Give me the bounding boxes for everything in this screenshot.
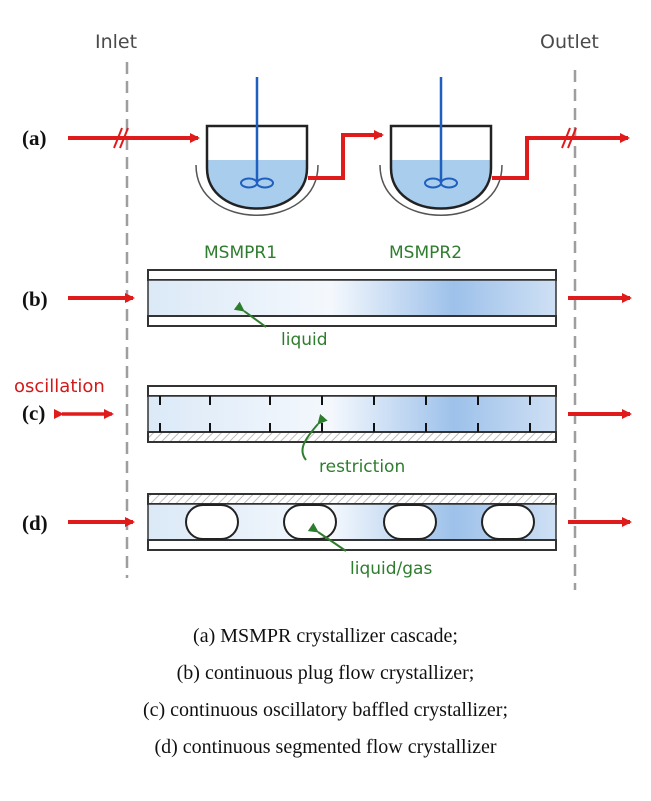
liquid-label: liquid (281, 330, 328, 350)
tube-top-wall (147, 385, 557, 397)
row-label-c: (c) (22, 401, 45, 425)
msmpr1-label: MSMPR1 (204, 243, 277, 263)
tank-body (205, 124, 309, 210)
segmented-flow-tube: liquid/gas (68, 493, 632, 579)
row-label-b: (b) (22, 287, 48, 311)
caption-line-b: (b) continuous plug flow crystallizer; (176, 662, 475, 684)
gas-bubble (383, 504, 437, 540)
caption-line-c: (c) continuous oscillatory baffled cryst… (142, 699, 509, 721)
stirrer-blade (440, 177, 458, 189)
tube-bottom-wall (147, 431, 557, 443)
outlet-label: Outlet (540, 31, 599, 53)
pipe-break-mark (561, 127, 571, 149)
baffle-restrictions (159, 396, 531, 432)
oscillation-label: oscillation (14, 376, 105, 397)
liquid-pointer (233, 301, 267, 328)
msmpr-cascade: MSMPR1 MSMPR2 (68, 77, 630, 263)
tank-jacket (379, 164, 503, 216)
pipe-break-mark (567, 127, 577, 149)
msmpr1-tank (195, 77, 319, 216)
gas-bubble (283, 504, 337, 540)
figure-caption: (a) MSMPR crystallizer cascade; (b) cont… (0, 618, 651, 766)
tank-jacket (195, 164, 319, 216)
inlet-label: Inlet (95, 31, 137, 53)
restriction-label: restriction (319, 457, 405, 477)
liquid-gas-label: liquid/gas (350, 559, 432, 579)
stirrer-blade (256, 177, 274, 189)
tube-bottom-wall (147, 539, 557, 551)
plug-flow-tube: liquid (68, 269, 632, 350)
row-label-d: (d) (22, 511, 48, 535)
pipe-break-mark (119, 127, 129, 149)
tube-top-wall (147, 269, 557, 281)
pipe-break-mark (113, 127, 123, 149)
caption-line-a: (a) MSMPR crystallizer cascade; (193, 625, 458, 647)
tube-top-wall (147, 493, 557, 505)
msmpr2-tank (379, 77, 503, 216)
crystallizer-diagram: Inlet Outlet (a) (b) (c) (d) MSMPR1 (14, 31, 632, 590)
liquid-gas-pointer (307, 522, 347, 552)
tank-body (389, 124, 493, 210)
msmpr2-label: MSMPR2 (389, 243, 462, 263)
oscillatory-baffled-tube: oscillation restriction (14, 376, 632, 477)
gas-bubble (185, 504, 239, 540)
transfer-pipe (308, 130, 384, 180)
tube-liquid (147, 395, 557, 433)
restriction-pointer (301, 413, 328, 461)
outlet-flow-arrow-a (492, 133, 630, 180)
caption-line-d: (d) continuous segmented flow crystalliz… (154, 736, 497, 758)
tube-liquid (147, 279, 557, 317)
row-label-a: (a) (22, 126, 47, 150)
gas-bubble (481, 504, 535, 540)
tube-bottom-wall (147, 315, 557, 327)
